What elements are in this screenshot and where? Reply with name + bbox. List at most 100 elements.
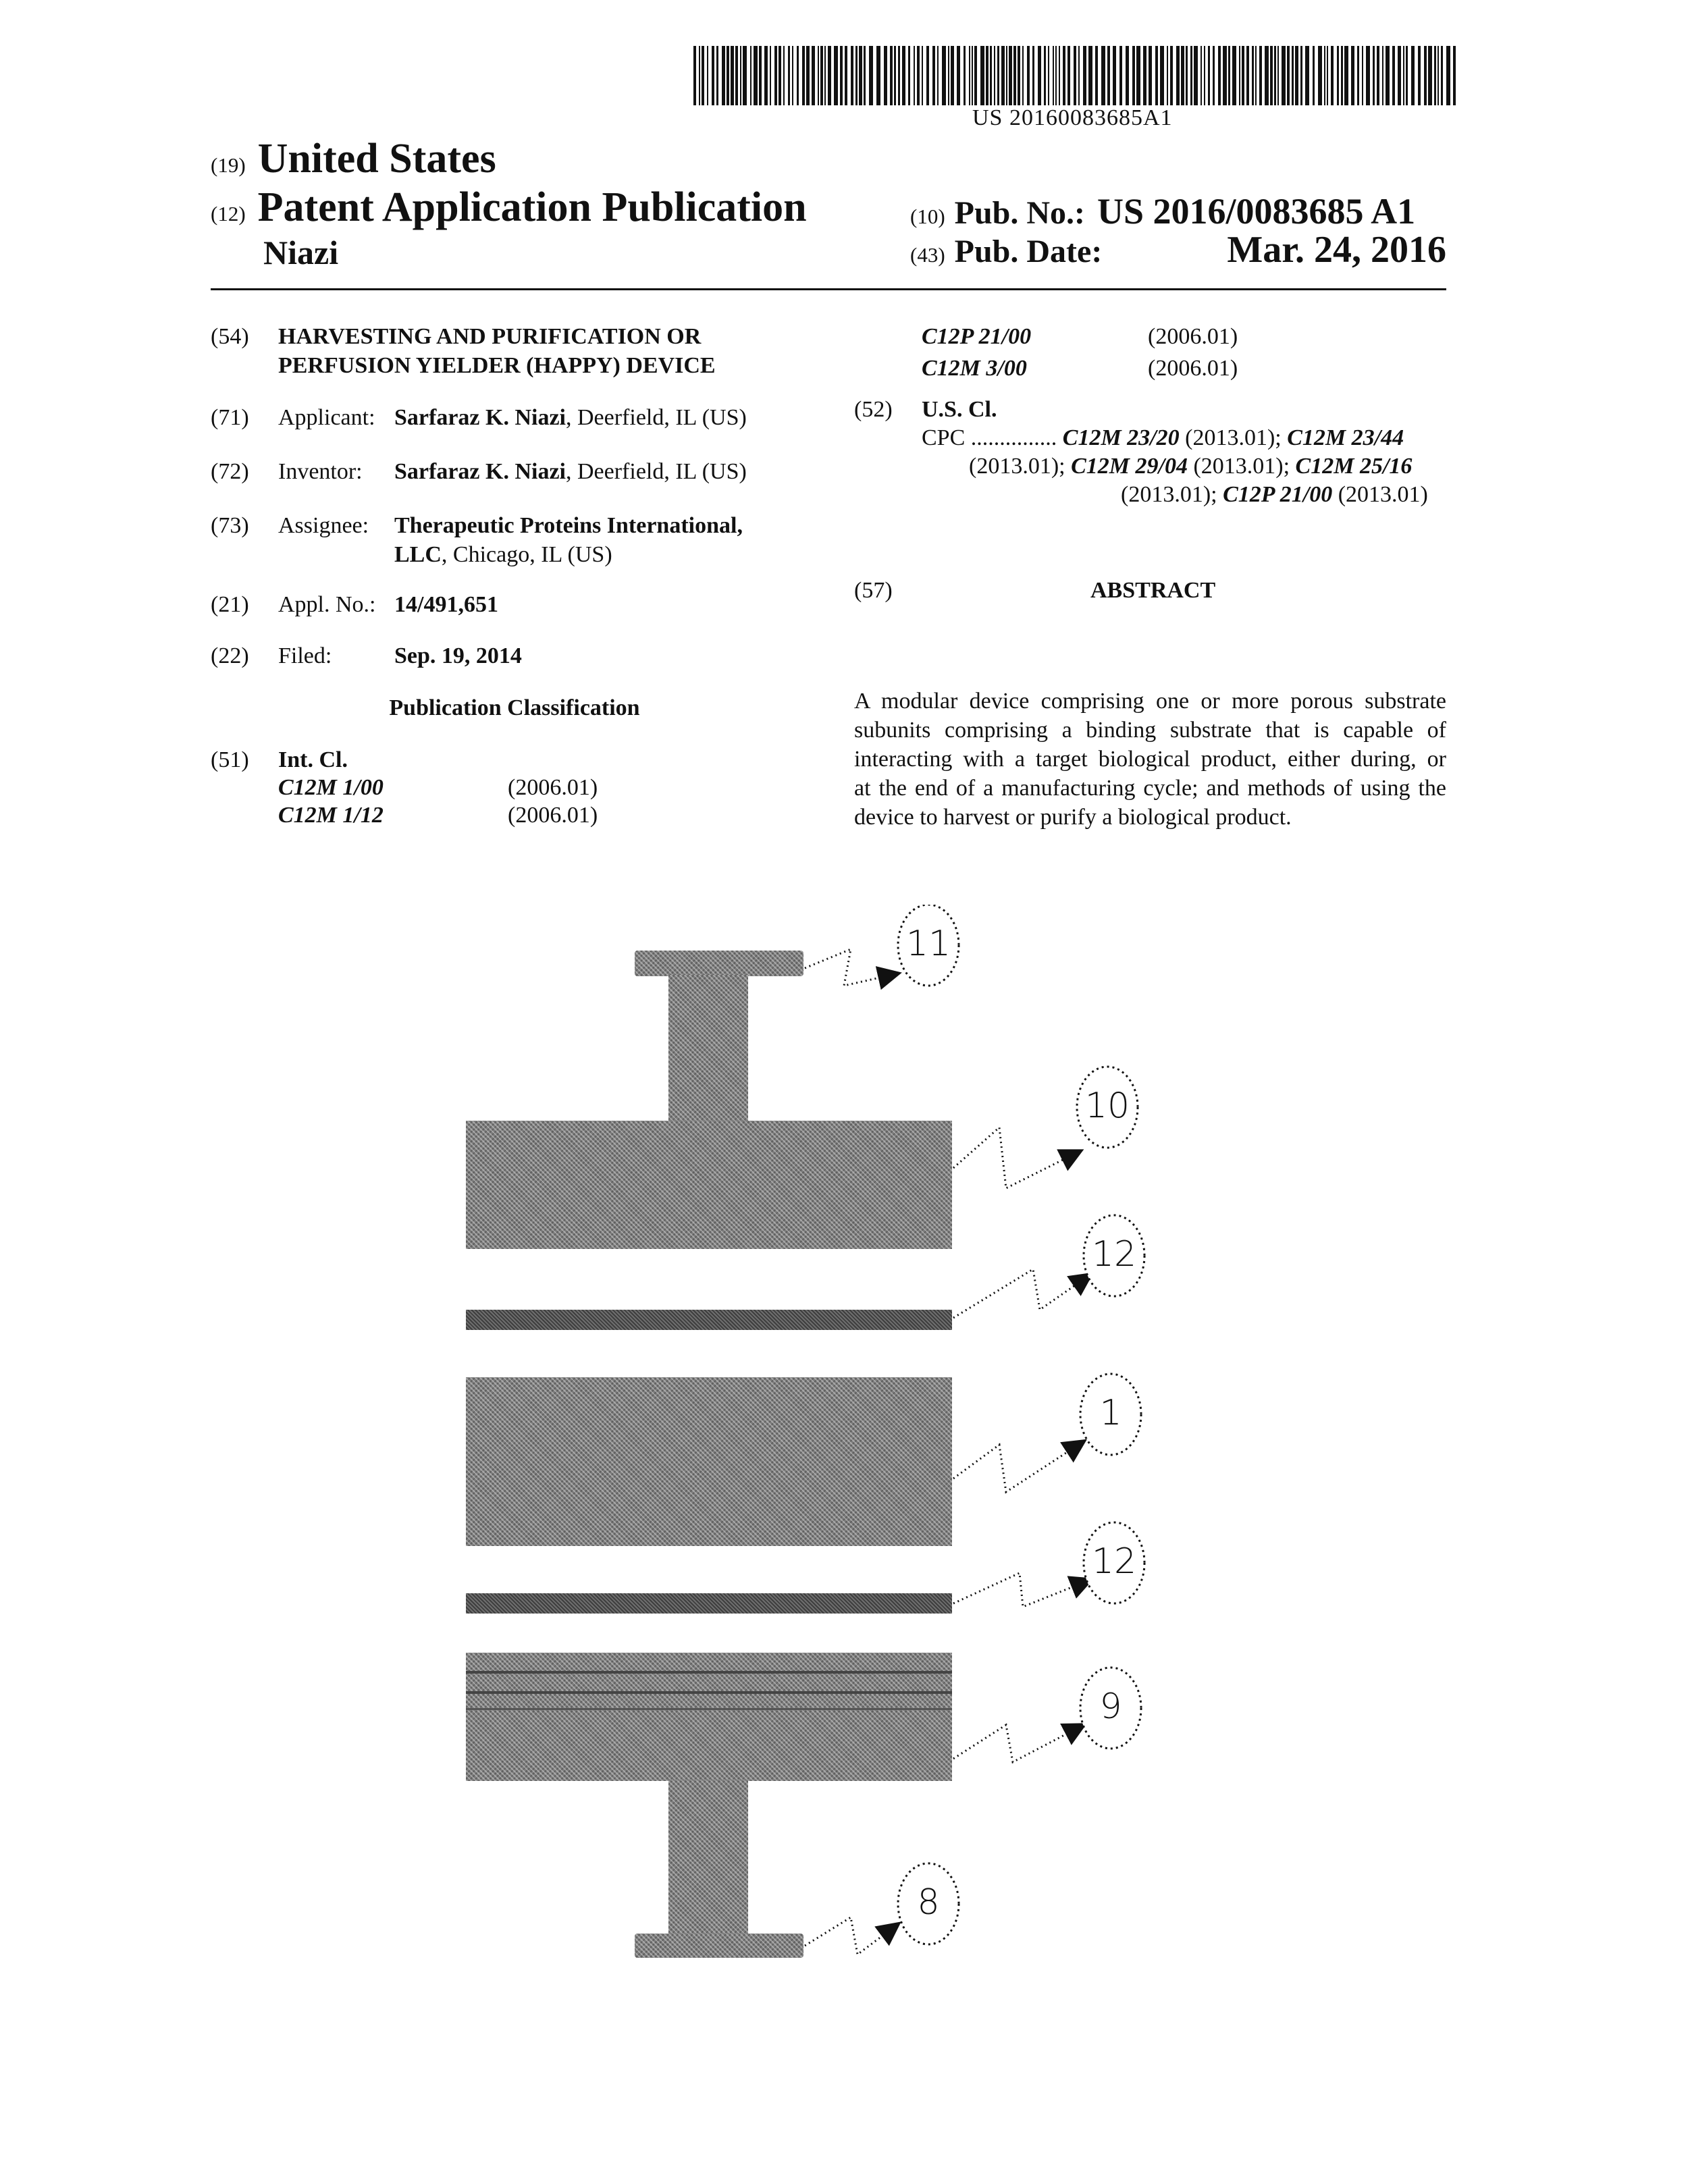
us-cl-label: U.S. Cl. (922, 397, 997, 422)
header-rule (211, 288, 1446, 290)
barcode-bar (1170, 46, 1173, 105)
barcode-bar (743, 46, 747, 105)
inid-71: (71) (211, 405, 249, 430)
cpc-version-4: (2013.01); (1121, 482, 1223, 507)
barcode-bar (1327, 46, 1328, 105)
part-12-upper-membrane (466, 1310, 952, 1330)
barcode-bar (1160, 46, 1164, 105)
barcode-bar (1204, 46, 1205, 105)
barcode-bar (997, 46, 999, 105)
barcode-number: US 20160083685A1 (972, 105, 1173, 130)
abstract-line-3: interacting with a target biological pro… (854, 747, 1446, 772)
barcode-bar (712, 46, 714, 105)
barcode-bar (898, 46, 900, 105)
pub-date-label: Pub. Date: (954, 234, 1103, 269)
publication-type: Patent Application Publication (257, 184, 807, 230)
barcode-bar (764, 46, 768, 105)
barcode-bar (1282, 46, 1286, 105)
barcode-bar (735, 46, 738, 105)
barcode-bar (788, 46, 790, 105)
callout-10-label: 10 (1084, 1086, 1130, 1126)
inid-10: (10) (910, 205, 945, 228)
part-11-cap (635, 951, 803, 976)
barcode-bar (1252, 46, 1254, 105)
barcode-bar (1208, 46, 1210, 105)
barcode-bar (1242, 46, 1244, 105)
leader-12b (953, 1571, 1094, 1609)
assignee-llc: LLC (394, 542, 442, 567)
leader-12a (953, 1267, 1094, 1319)
barcode-bar (990, 46, 992, 105)
barcode-bar (1287, 46, 1290, 105)
int-cl-continued: C12P 21/00 (2006.01) C12M 3/00 (2006.01) (854, 324, 1448, 385)
int-cl-version-1: (2006.01) (508, 775, 598, 800)
barcode-bar (917, 46, 920, 105)
barcode-bar (1274, 46, 1276, 105)
barcode-bar (1186, 46, 1188, 105)
applicant-label: Applicant: (278, 405, 375, 430)
barcode-bar (1418, 46, 1421, 105)
leader-10 (953, 1125, 1084, 1190)
barcode-bar (1119, 46, 1122, 105)
barcode-bar (1018, 46, 1020, 105)
inventor-location: , Deerfield, IL (US) (566, 459, 747, 484)
inid-54: (54) (211, 324, 249, 349)
cpc-code-5: C12P 21/00 (1223, 482, 1333, 507)
barcode-bar (1143, 46, 1146, 105)
barcode-bar (1232, 46, 1236, 105)
callout-12a-circle (1082, 1214, 1146, 1298)
callout-8-label: 8 (917, 1882, 940, 1923)
barcode-bar (770, 46, 771, 105)
assignee-name-2: LLC, Chicago, IL (US) (394, 542, 612, 568)
barcode-bar (802, 46, 805, 105)
barcode-bar (1194, 46, 1198, 105)
barcode-bar (1136, 46, 1140, 105)
barcode-bar (750, 46, 751, 105)
barcode-bar (1406, 46, 1408, 105)
part-1-block (466, 1377, 952, 1546)
barcode-bar (1032, 46, 1034, 105)
pub-number: US 2016/0083685 A1 (1097, 191, 1416, 232)
barcode-bar (754, 46, 758, 105)
barcode-bar (1083, 46, 1086, 105)
title-line-1: HARVESTING AND PURIFICATION OR (278, 324, 702, 349)
cpc-version-1: (2013.01); (1179, 425, 1288, 450)
barcode-bar (1044, 46, 1046, 105)
barcode-bar (1373, 46, 1375, 105)
barcode-bar (942, 46, 946, 105)
barcode-bar (1155, 46, 1158, 105)
assignee-name-1: Therapeutic Proteins International, (394, 513, 743, 538)
barcode-bar (1270, 46, 1273, 105)
callout-12b-label: 12 (1091, 1541, 1137, 1582)
barcode-bar (806, 46, 810, 105)
callout-8-circle (897, 1862, 960, 1946)
callout-9-circle (1079, 1666, 1142, 1750)
barcode-bar (722, 46, 725, 105)
barcode-bar (1411, 46, 1415, 105)
barcode-bar (727, 46, 729, 105)
appl-no-label: Appl. No.: (278, 592, 376, 617)
barcode-bar (1181, 46, 1184, 105)
title-line-2: PERFUSION YIELDER (HAPPY) DEVICE (278, 353, 716, 378)
applicant-location: , Deerfield, IL (US) (566, 405, 747, 430)
assignee-location: , Chicago, IL (US) (441, 542, 612, 567)
barcode-bar (1190, 46, 1192, 105)
barcode-bar (759, 46, 762, 105)
barcode-bar (1063, 46, 1065, 105)
barcode-bar (1149, 46, 1152, 105)
barcode-bar (964, 46, 966, 105)
abstract-heading-row: (57) ABSTRACT (854, 578, 1448, 608)
barcode-bar (1366, 46, 1370, 105)
barcode-bar (957, 46, 960, 105)
barcode-bar (902, 46, 905, 105)
barcode-bar (1053, 46, 1054, 105)
barcode-bar (1434, 46, 1436, 105)
barcode-bar (876, 46, 880, 105)
barcode-bar (890, 46, 893, 105)
barcode-bar (1337, 46, 1339, 105)
cpc-dots: ............... (965, 425, 1057, 450)
barcode-bar (1398, 46, 1401, 105)
barcode-bar (937, 46, 939, 105)
barcode-bar (986, 46, 988, 105)
part-11-stem (668, 975, 748, 1122)
